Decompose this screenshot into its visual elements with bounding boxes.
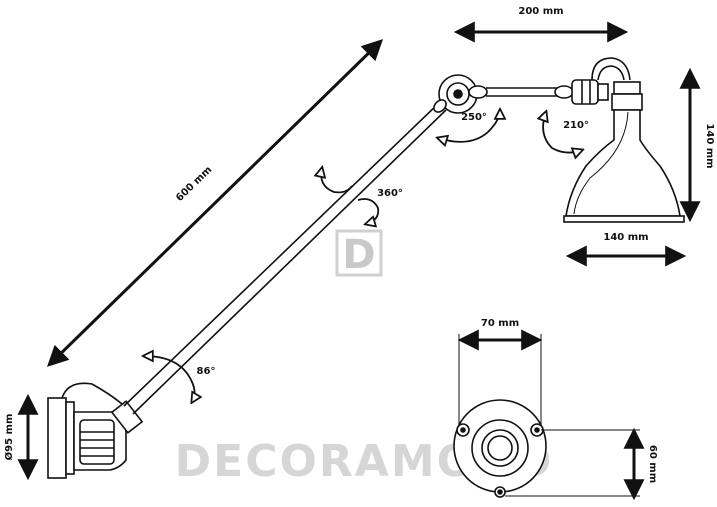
lamp-arm [123, 101, 447, 415]
watermark-logo-letter: D [342, 232, 375, 278]
elbow-angle-label: 250° [461, 112, 487, 123]
extension-lines [458, 334, 640, 497]
lower-joint-angle-label: 86° [197, 366, 216, 377]
top-arm [486, 85, 574, 99]
shade-angle-label: 210° [563, 120, 589, 131]
holes-spacing-label: 70 mm [481, 318, 519, 329]
wall-bracket [47, 382, 144, 479]
lower-joint-rotation-arrow [144, 356, 195, 402]
base-diameter-label: Ø95 mm [3, 414, 15, 461]
arm-length-dimension [46, 39, 384, 367]
arm-rotation-arrow-bottom [357, 198, 380, 224]
watermark-logo: D [335, 229, 383, 278]
lamp-shade [563, 81, 685, 223]
arm-length-label: 600 mm [174, 165, 214, 204]
shade-diameter-label: 140 mm [603, 232, 648, 243]
elbow-joint [433, 74, 488, 114]
wall-plate [453, 399, 547, 498]
arm-rotation-arrow-top [321, 168, 353, 194]
elbow-rotation-arrow [438, 110, 500, 142]
shade-rotation-arrow [543, 112, 582, 153]
top-width-label: 200 mm [518, 6, 563, 17]
arm-rotation-angle-label: 360° [377, 188, 403, 199]
shade-joint [571, 57, 631, 105]
base-height-label: 60 mm [647, 445, 658, 483]
rotation-arrows [144, 110, 582, 402]
dimension-lines [17, 21, 701, 501]
shade-height-label: 140 mm [704, 123, 715, 168]
